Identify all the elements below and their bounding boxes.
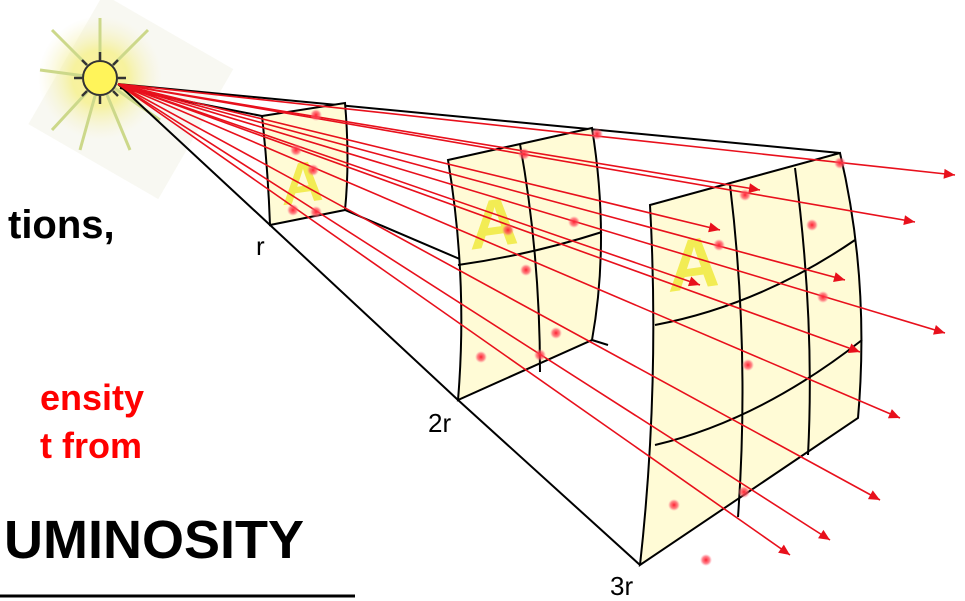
light-ray: [117, 83, 861, 353]
ray-intersection-dot: [591, 128, 603, 140]
ray-intersection-dot: [700, 554, 712, 566]
light-ray: [117, 83, 761, 191]
ray-intersection-dot: [287, 204, 299, 216]
highlight-text-fragment-1: ensity: [40, 377, 144, 418]
ray-intersection-dot: [520, 264, 532, 276]
heading-fragment: UMINOSITY: [4, 510, 304, 570]
ray-arrowhead: [933, 325, 945, 335]
ray-intersection-dot: [310, 109, 322, 121]
ray-arrowhead: [818, 529, 830, 540]
light-ray: [117, 83, 881, 501]
ray-arrowhead: [708, 222, 720, 233]
ray-intersection-dot: [534, 349, 546, 361]
area-panel-2r: [446, 126, 603, 402]
distance-label-2r: 2r: [428, 408, 451, 438]
ray-arrowhead: [687, 276, 700, 287]
light-rays: [117, 83, 956, 566]
ray-intersection-dot: [568, 216, 580, 228]
light-ray: [117, 83, 956, 176]
ray-intersection-dot: [739, 189, 751, 201]
ray-arrowhead: [778, 544, 790, 555]
light-ray: [117, 83, 916, 223]
ray-intersection-dot: [713, 239, 725, 251]
ray-intersection-dot: [310, 206, 322, 218]
ray-arrowhead: [903, 215, 915, 226]
light-ray: [117, 83, 701, 286]
light-ray: [117, 83, 831, 541]
light-ray: [117, 83, 721, 231]
light-source-icon: [28, 0, 234, 200]
body-text-fragment: tions,: [8, 203, 115, 247]
ray-arrowhead: [943, 168, 955, 179]
light-ray: [117, 83, 901, 419]
highlight-text-fragment-2: t from: [40, 425, 142, 466]
light-ray: [117, 83, 791, 556]
ray-arrowhead: [867, 490, 880, 500]
ray-intersection-dot: [518, 148, 530, 160]
ray-intersection-dot: [806, 219, 818, 231]
light-ray: [117, 83, 946, 334]
distance-label-3r: 3r: [610, 571, 633, 601]
frustum-frame: [117, 83, 841, 566]
ray-intersection-dot: [834, 157, 846, 169]
ray-intersection-dot: [738, 486, 750, 498]
ray-intersection-dot: [290, 144, 302, 156]
ray-arrowhead: [748, 183, 760, 194]
area-label-3r: A: [668, 221, 720, 308]
ray-intersection-dot: [550, 327, 562, 339]
ray-intersection-dot: [817, 291, 829, 303]
distance-label-r: r: [256, 231, 265, 261]
ray-intersection-dot: [307, 164, 319, 176]
ray-arrowhead: [887, 409, 900, 419]
ray-intersection-dot: [668, 499, 680, 511]
ray-arrowhead: [847, 343, 860, 353]
ray-intersection-dot: [742, 359, 754, 371]
ray-intersection-dot: [475, 351, 487, 363]
ray-arrowhead: [833, 272, 845, 282]
ray-intersection-dot: [502, 224, 514, 236]
